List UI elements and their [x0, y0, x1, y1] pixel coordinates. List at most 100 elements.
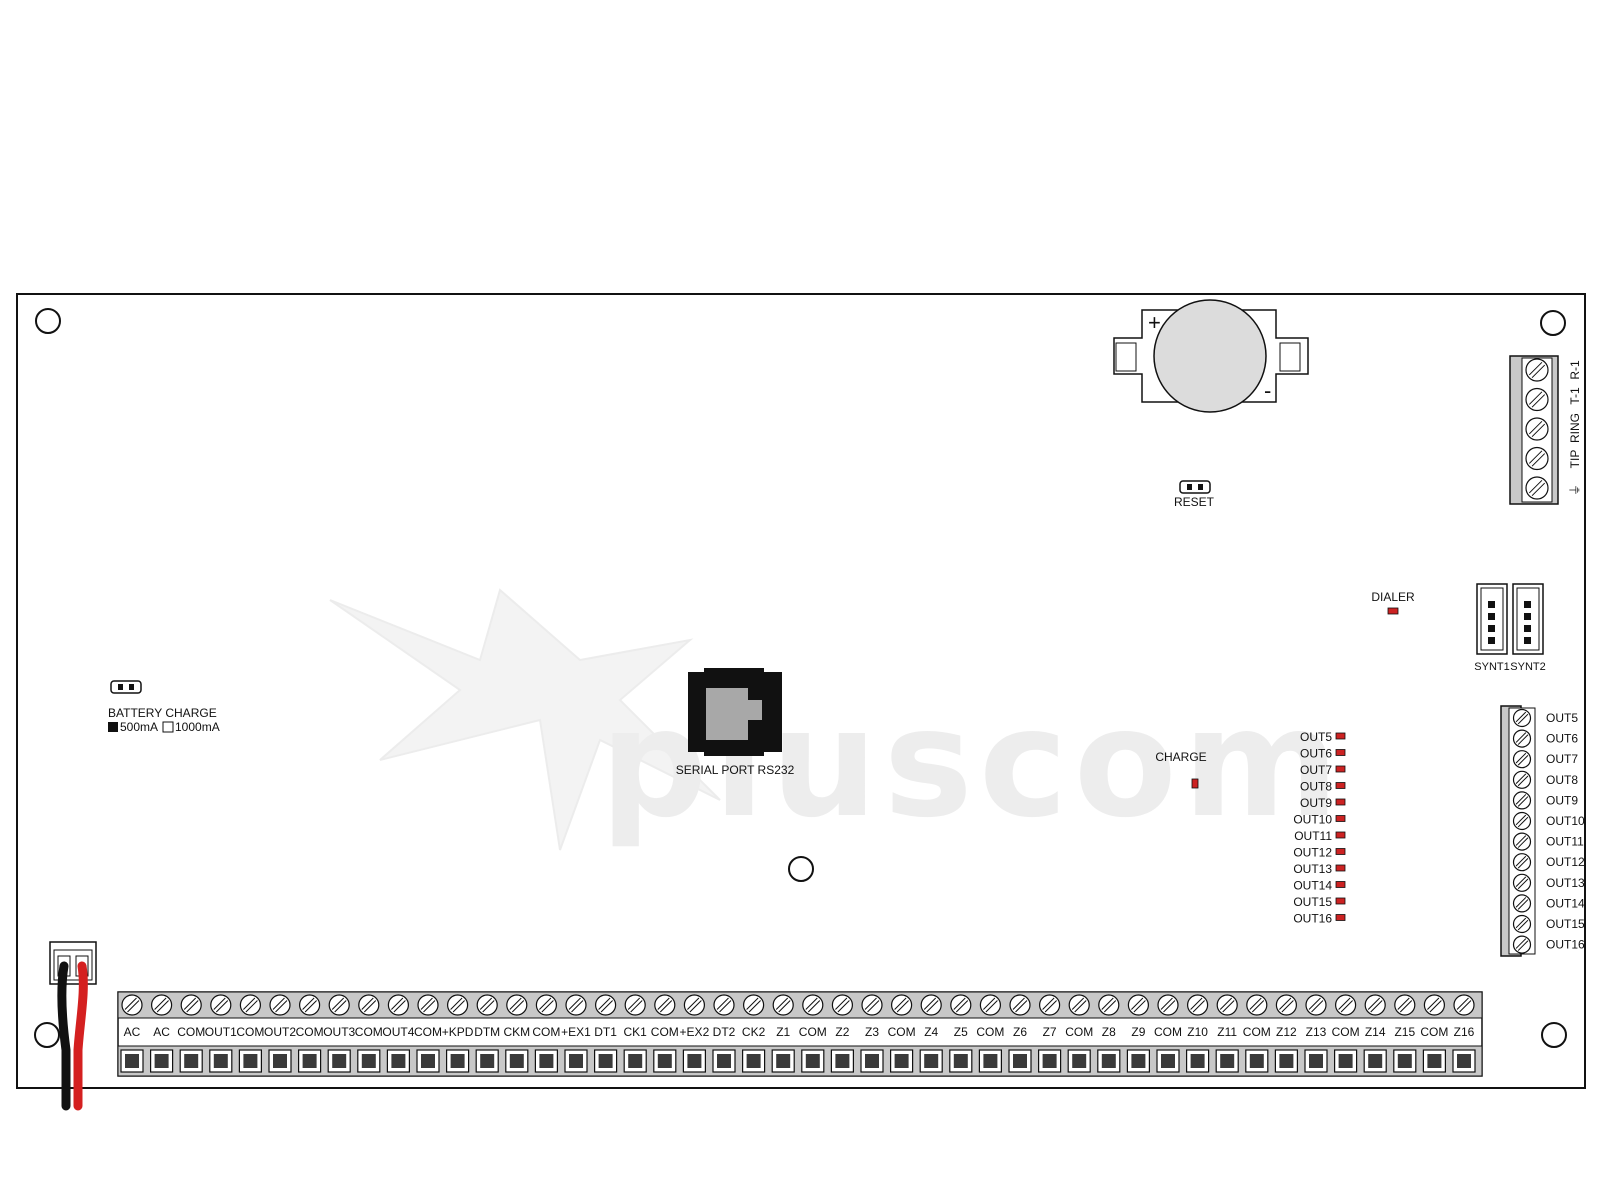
output-led-label: OUT7: [1300, 763, 1332, 777]
bottom-terminal-label: COM: [414, 1025, 442, 1039]
output-terminal-label: OUT7: [1546, 752, 1578, 766]
terminal-screw-icon: [1068, 994, 1090, 1016]
terminal-screw-icon: [1275, 994, 1298, 1016]
bottom-terminal-label: AC: [153, 1025, 170, 1039]
bottom-terminal-label: COM: [532, 1025, 560, 1039]
output-led-icon: [1335, 881, 1346, 888]
battery-charge-1000: 1000mA: [175, 720, 220, 734]
terminal-screw-icon: [1038, 994, 1061, 1016]
option-1000-empty-icon: [162, 721, 174, 733]
output-led-label: OUT8: [1300, 780, 1332, 794]
output-led-label: OUT15: [1293, 895, 1332, 909]
bottom-terminal-label: Z7: [1043, 1025, 1057, 1039]
serial-port-label: SERIAL PORT RS232: [676, 763, 795, 777]
output-led-icon: [1335, 848, 1346, 855]
telephone-terminal-label: TIP: [1568, 450, 1582, 469]
terminal-screw-icon: [713, 994, 735, 1016]
bottom-terminal-label: COM: [651, 1025, 679, 1039]
output-led-icon: [1335, 765, 1346, 773]
output-led-label: OUT10: [1293, 813, 1332, 827]
terminal-screw-icon: [624, 994, 646, 1016]
terminal-screw-icon: [1009, 994, 1031, 1016]
terminal-screw-icon: [180, 994, 202, 1016]
output-led-label: OUT16: [1293, 912, 1332, 926]
reset-label: RESET: [1174, 495, 1215, 509]
bottom-terminal-label: COM: [1420, 1025, 1448, 1039]
battery-plus-label: +: [1148, 310, 1161, 335]
output-terminal-label: OUT5: [1546, 711, 1578, 725]
output-terminal-label: OUT8: [1546, 773, 1578, 787]
terminal-screw-icon: [1512, 832, 1532, 851]
terminal-screw-icon: [565, 994, 587, 1016]
terminal-screw-icon: [890, 994, 913, 1016]
terminal-screw-icon: [1453, 994, 1475, 1016]
terminal-screw-icon: [950, 994, 972, 1016]
output-led-label: OUT6: [1300, 747, 1332, 761]
terminal-screw-icon: [387, 994, 409, 1016]
output-led-icon: [1335, 864, 1346, 872]
bottom-terminal-label: Z6: [1013, 1025, 1027, 1039]
bottom-terminal-label: DT2: [713, 1025, 736, 1039]
dialer-label: DIALER: [1371, 590, 1415, 604]
output-led-icon: [1335, 897, 1346, 905]
bottom-terminal-label: Z3: [865, 1025, 879, 1039]
terminal-screw-icon: [476, 994, 498, 1016]
bottom-terminal-label: Z5: [954, 1025, 968, 1039]
output-led-icon: [1335, 798, 1346, 806]
bottom-terminal-label: COM: [1154, 1025, 1182, 1039]
output-led-icon: [1335, 831, 1346, 839]
terminal-screw-icon: [1364, 994, 1386, 1016]
reset-jumper: RESET: [1174, 480, 1215, 509]
bottom-terminal-label: Z13: [1306, 1025, 1327, 1039]
output-led-icon: [1335, 782, 1346, 789]
bottom-terminal-label: COM: [888, 1025, 916, 1039]
bottom-terminal-label: COM: [1332, 1025, 1360, 1039]
terminal-screw-icon: [506, 994, 528, 1016]
terminal-screw-icon: [447, 994, 469, 1016]
mounting-hole-icon: [1540, 310, 1566, 336]
bottom-terminal-label: Z16: [1454, 1025, 1475, 1039]
coin-battery-icon: [1153, 299, 1267, 413]
telephone-terminal-label: RING: [1568, 413, 1582, 443]
charge-indicator: CHARGE: [1155, 750, 1207, 789]
terminal-screw-icon: [1394, 994, 1416, 1016]
terminal-screw-icon: [1512, 894, 1532, 913]
terminal-screw-icon: [1512, 708, 1532, 728]
output-led-icon: [1335, 749, 1346, 756]
output-terminal-label: OUT6: [1546, 732, 1578, 746]
dialer: DIALER: [1371, 590, 1415, 615]
terminal-screw-icon: [1512, 935, 1532, 954]
mounting-hole-icon: [1541, 1022, 1567, 1048]
output-terminal-label: OUT11: [1546, 835, 1584, 849]
terminal-screw-icon: [1186, 994, 1209, 1016]
terminal-screw-icon: [328, 994, 350, 1016]
bottom-terminal-label: Z10: [1187, 1025, 1208, 1039]
battery-charge-title: BATTERY CHARGE: [108, 706, 217, 720]
terminal-screw-icon: [654, 994, 676, 1016]
terminal-screw-icon: [1525, 387, 1549, 412]
option-500-filled-icon: [108, 722, 118, 732]
terminal-screw-icon: [1305, 994, 1327, 1016]
battery-charge-500: 500mA: [120, 720, 158, 734]
bottom-terminal-label: COM: [1065, 1025, 1093, 1039]
charge-label: CHARGE: [1155, 750, 1206, 764]
terminal-screw-icon: [772, 994, 794, 1016]
black-wire: [57, 961, 71, 1111]
synth-connector-label: SYNT1: [1474, 661, 1509, 673]
bottom-terminal-label: CK1: [624, 1025, 648, 1039]
terminal-screw-icon: [1512, 791, 1532, 810]
bottom-terminal-label: Z1: [776, 1025, 790, 1039]
terminal-screw-icon: [1157, 994, 1179, 1016]
synth-connector-label: SYNT2: [1510, 661, 1545, 673]
terminal-screw-icon: [1512, 914, 1532, 934]
bottom-terminal-label: +EX2: [680, 1025, 710, 1039]
output-led-label: OUT11: [1294, 829, 1332, 843]
battery-charge-jumper: BATTERY CHARGE 500mA 1000mA: [108, 680, 220, 734]
bottom-terminal-label: COM: [236, 1025, 264, 1039]
terminal-screw-icon: [269, 994, 291, 1016]
bottom-terminal-label: Z15: [1394, 1025, 1415, 1039]
serial-port: SERIAL PORT RS232: [676, 668, 795, 777]
output-led-icon: [1335, 732, 1346, 740]
terminal-screw-icon: [1216, 994, 1238, 1016]
